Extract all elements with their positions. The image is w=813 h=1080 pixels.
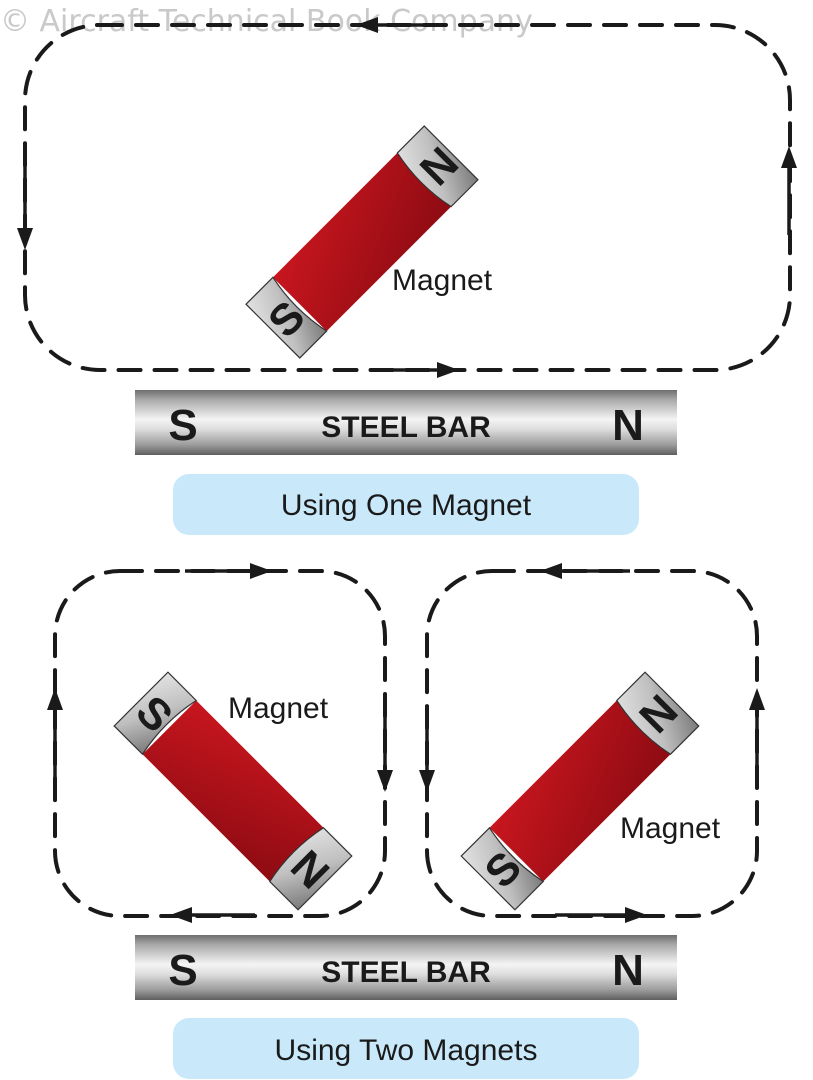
magnet-right: N S	[460, 671, 700, 911]
magnet-left: N S	[113, 671, 353, 911]
magnet-body	[142, 700, 324, 882]
magnet-north-pole	[269, 827, 353, 911]
steel-bar	[135, 935, 677, 1000]
flux-arrow-right-loop-bottom-icon	[555, 907, 647, 923]
flux-arrow-right-loop-top-icon	[540, 563, 630, 579]
flux-arrow-right-loop-right-icon	[749, 688, 765, 780]
caption-two-magnets: Using Two Magnets	[275, 1034, 538, 1067]
steel-bar-label: STEEL BAR	[321, 956, 491, 989]
flux-arrow-right-loop-left-icon	[419, 705, 435, 792]
flux-arrow-bottom-icon	[370, 362, 459, 378]
magnet-left-label: Magnet	[228, 692, 329, 725]
flux-arrow-left-loop-bottom-icon	[170, 907, 255, 923]
caption-box	[173, 474, 639, 535]
flux-arrow-left-loop-left-icon	[47, 688, 63, 780]
magnet-south-pole	[460, 826, 545, 911]
flux-arrow-right-icon	[781, 146, 797, 235]
steel-bar-north-label: N	[612, 401, 644, 450]
steel-bar	[135, 390, 677, 455]
magnet-body	[489, 700, 671, 882]
flux-arrow-left-icon	[17, 160, 33, 250]
flux-arrow-top-icon	[356, 17, 440, 33]
magnet-label: Magnet	[392, 264, 493, 297]
two-magnets-section: N S Magnet N S Magnet S STEEL BAR N Usin…	[47, 563, 765, 1079]
steel-bar-label: STEEL BAR	[321, 411, 491, 444]
caption-box	[173, 1018, 639, 1079]
magnet-right-label: Magnet	[620, 812, 721, 845]
magnet-top: N S	[245, 125, 479, 359]
steel-bar-south-label: S	[168, 946, 197, 995]
steel-bar-north-label: N	[612, 946, 644, 995]
magnet-body	[272, 152, 452, 332]
caption-one-magnet: Using One Magnet	[281, 489, 532, 522]
flux-arrow-left-loop-right-icon	[377, 705, 393, 792]
one-magnet-section: N S Magnet S STEEL BAR N Using One Magne…	[17, 17, 797, 535]
magnet-south-pole	[245, 276, 328, 359]
flux-arrow-left-loop-top-icon	[185, 563, 272, 579]
watermark-text: © Aircraft Technical Book Company	[0, 4, 533, 39]
steel-bar-south-label: S	[168, 401, 197, 450]
magnet-north-pole	[396, 125, 479, 208]
magnet-south-pole	[113, 671, 198, 756]
magnet-north-pole	[616, 671, 700, 755]
